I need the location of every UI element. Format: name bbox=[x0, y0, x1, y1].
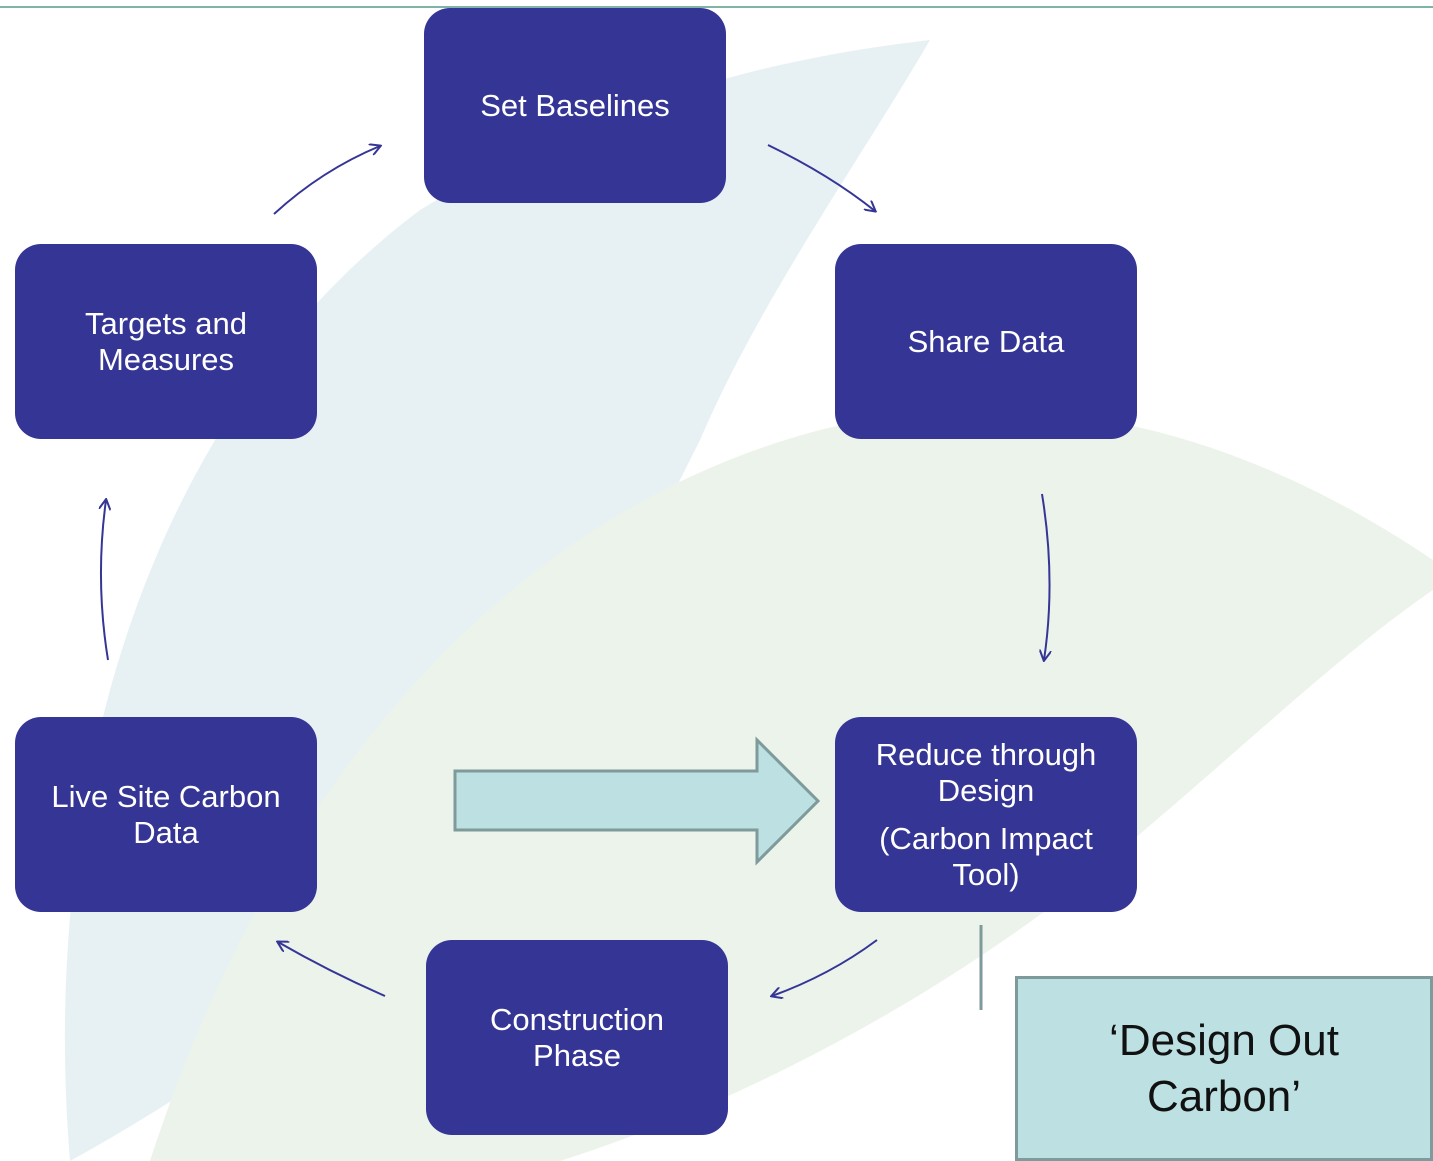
node-reduce-label-line-2: Design bbox=[937, 772, 1035, 808]
node-reduce-label-line-1: Reduce through bbox=[875, 736, 1097, 772]
arrow-construction-to-live-site bbox=[278, 942, 386, 997]
node-reduce-sublabel-line-1: (Carbon Impact bbox=[879, 820, 1093, 856]
design-out-carbon-callout: ‘Design Out Carbon’ bbox=[1015, 976, 1433, 1161]
node-live-site-label-line-1: Live Site Carbon bbox=[51, 778, 281, 814]
node-set-baselines: Set Baselines bbox=[424, 8, 726, 203]
node-live-site-label-line-2: Data bbox=[133, 814, 199, 850]
node-share-data: Share Data bbox=[835, 244, 1137, 439]
node-live-site-carbon-data: Live Site Carbon Data bbox=[15, 717, 317, 912]
arrow-live-site-to-targets bbox=[101, 500, 108, 661]
node-construction-label-line-1: Construction bbox=[489, 1001, 665, 1037]
node-construction-phase: Construction Phase bbox=[426, 940, 728, 1135]
node-targets-label-line-2: Measures bbox=[97, 341, 235, 377]
node-share-data-label: Share Data bbox=[907, 323, 1065, 359]
arrow-reduce-to-construction bbox=[772, 939, 878, 996]
node-set-baselines-label: Set Baselines bbox=[480, 87, 670, 123]
node-targets-label-line-1: Targets and bbox=[85, 305, 247, 341]
arrow-set-baselines-to-share-data bbox=[767, 144, 875, 211]
node-reduce-through-design: Reduce through Design (Carbon Impact Too… bbox=[835, 717, 1137, 912]
node-construction-label-line-2: Phase bbox=[533, 1037, 621, 1073]
feedback-block-arrow bbox=[453, 736, 821, 866]
arrow-targets-to-set-baselines bbox=[273, 146, 380, 215]
node-reduce-sublabel-line-2: Tool) bbox=[952, 856, 1020, 892]
arrow-share-data-to-reduce bbox=[1042, 493, 1050, 660]
node-targets-and-measures: Targets and Measures bbox=[15, 244, 317, 439]
callout-text: ‘Design Out Carbon’ bbox=[1109, 1015, 1339, 1121]
